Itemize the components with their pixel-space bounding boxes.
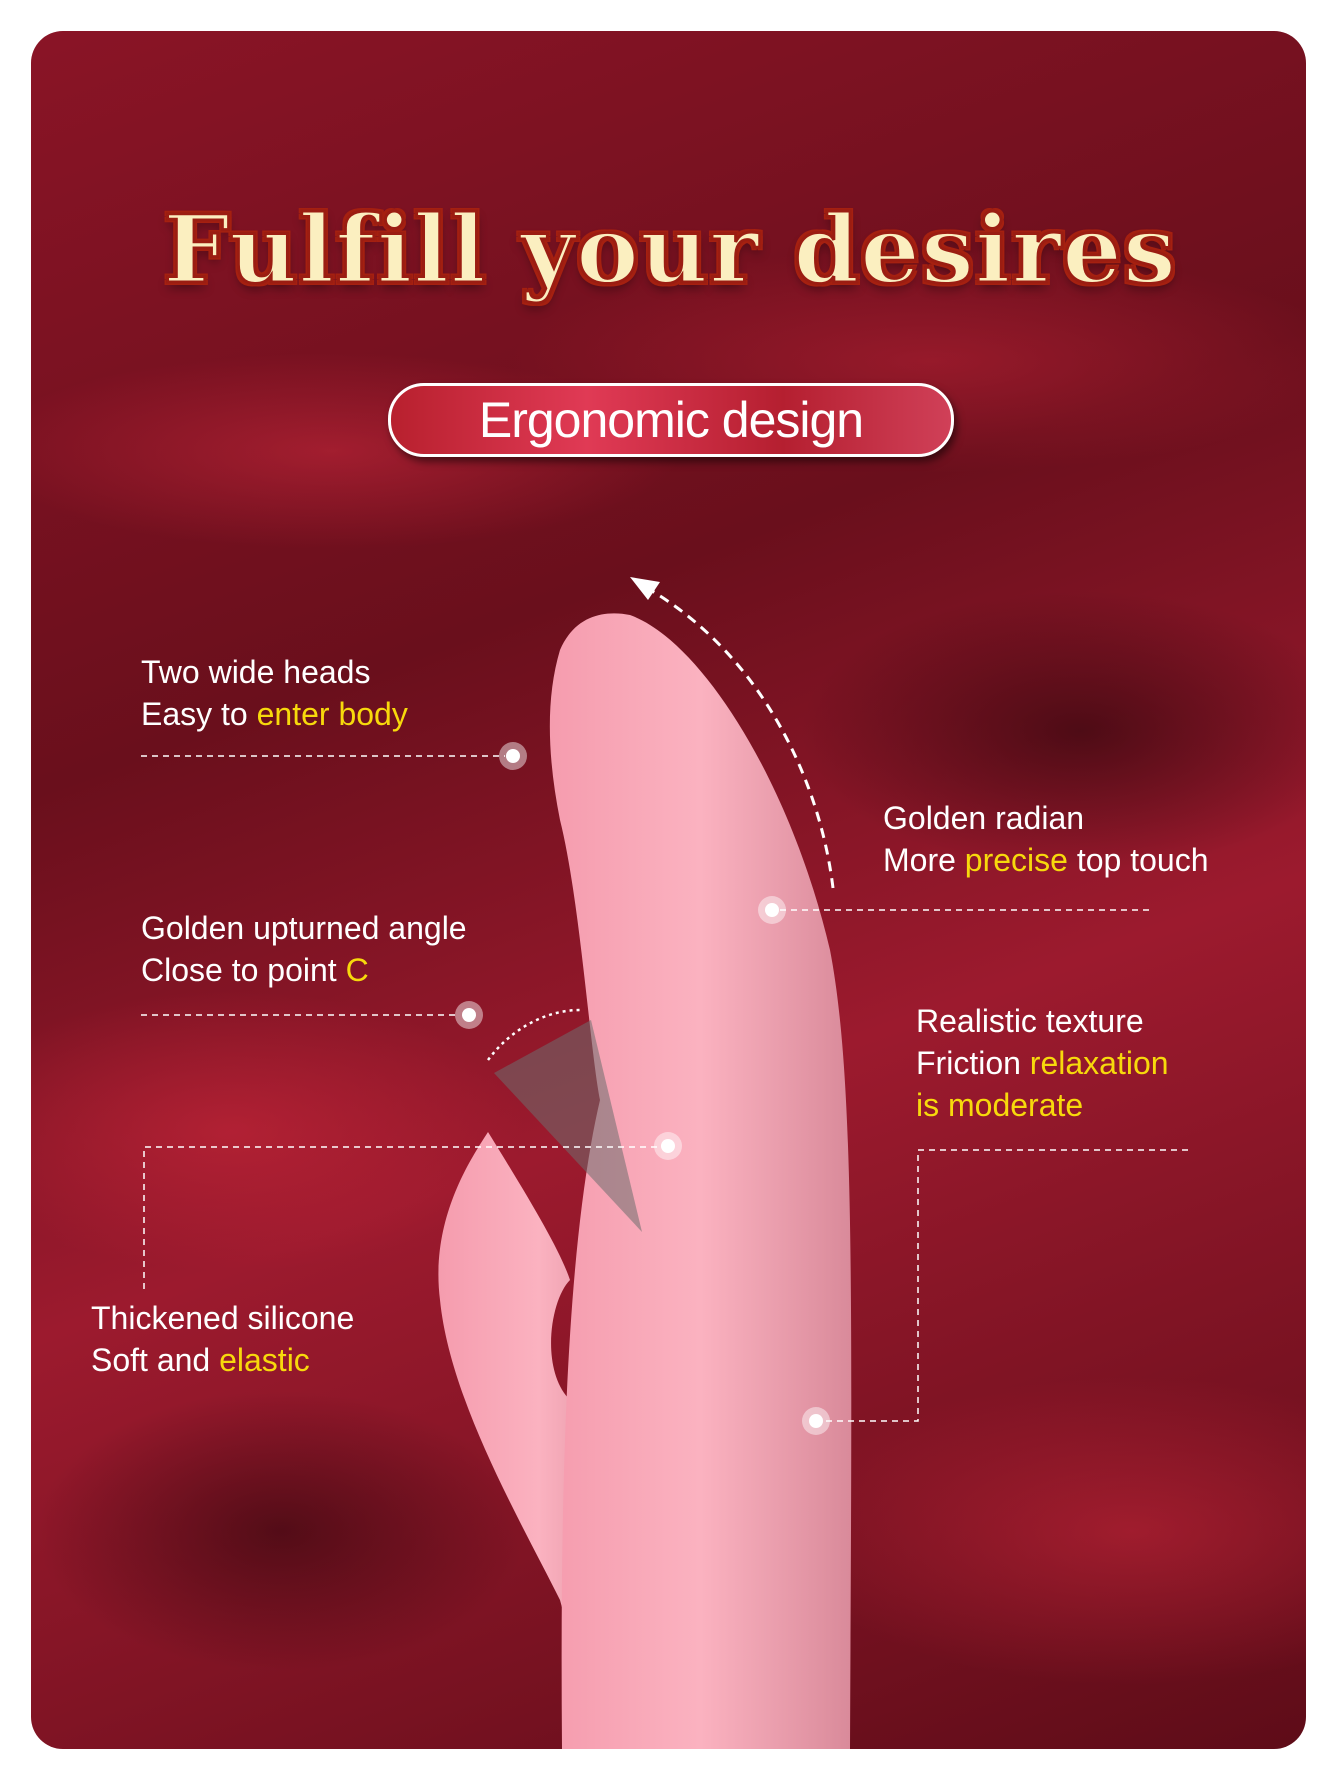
feature-subtitle: Close to point C bbox=[141, 949, 467, 991]
feature-realistic-texture: Realistic texture Friction relaxation is… bbox=[916, 1000, 1169, 1126]
highlight-text: relaxation bbox=[1029, 1045, 1169, 1081]
arrow-head-icon bbox=[630, 577, 660, 600]
text: Easy to bbox=[141, 696, 257, 732]
text: top touch bbox=[1067, 842, 1209, 878]
feature-subtitle: Soft and elastic bbox=[91, 1339, 354, 1381]
highlight-text: elastic bbox=[219, 1342, 310, 1378]
highlight-text: C bbox=[345, 952, 369, 988]
feature-subtitle: More precise top touch bbox=[883, 839, 1209, 881]
highlight-text: is moderate bbox=[916, 1087, 1084, 1123]
curve-arrow bbox=[639, 582, 835, 889]
upturned-angle-marker bbox=[494, 1020, 642, 1232]
callout-lines bbox=[141, 755, 1188, 1422]
product-shaft bbox=[549, 613, 852, 1749]
feature-subtitle: Easy to enter body bbox=[141, 693, 408, 735]
text: Soft and bbox=[91, 1342, 220, 1378]
callout-dots bbox=[455, 742, 830, 1435]
feature-thickened-silicone: Thickened silicone Soft and elastic bbox=[91, 1297, 354, 1381]
highlight-text: precise bbox=[964, 842, 1068, 878]
feature-title: Thickened silicone bbox=[91, 1300, 355, 1336]
feature-subtitle: Friction relaxation bbox=[916, 1042, 1169, 1084]
text: More bbox=[883, 842, 965, 878]
feature-golden-radian: Golden radian More precise top touch bbox=[883, 797, 1209, 881]
feature-title: Golden upturned angle bbox=[141, 910, 467, 946]
feature-title: Golden radian bbox=[883, 800, 1085, 836]
text: Friction bbox=[916, 1045, 1030, 1081]
feature-title: Two wide heads bbox=[141, 654, 371, 690]
headline: Fulfill your desires bbox=[162, 194, 1178, 307]
feature-upturned-angle: Golden upturned angle Close to point C bbox=[141, 907, 467, 991]
highlight-text: enter body bbox=[256, 696, 408, 732]
text: Close to point bbox=[141, 952, 346, 988]
section-badge: Ergonomic design bbox=[388, 383, 954, 457]
feature-two-heads: Two wide heads Easy to enter body bbox=[141, 651, 408, 735]
feature-title: Realistic texture bbox=[916, 1003, 1144, 1039]
